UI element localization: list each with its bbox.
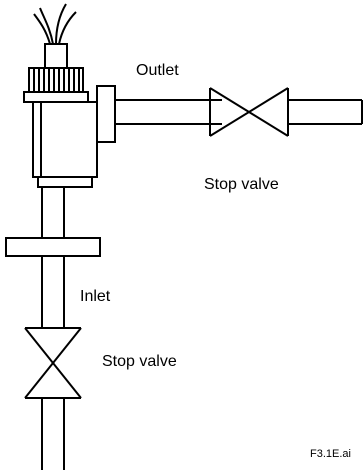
outlet-stop-valve [209, 87, 289, 137]
outlet-pipe [115, 99, 363, 125]
inlet-stop-valve-label: Stop valve [102, 353, 177, 370]
outlet-stop-valve-label: Stop valve [204, 176, 279, 193]
inlet-stop-valve [24, 327, 82, 399]
holder-neck-pipe [41, 187, 65, 238]
inlet-pipe [41, 256, 65, 470]
cable-gland [44, 43, 68, 69]
figure-id-label: F3.1E.ai [310, 448, 351, 460]
inlet-flange [5, 237, 101, 257]
outlet-flange [96, 85, 116, 143]
outlet-label: Outlet [136, 62, 179, 79]
knurled-nut [28, 67, 84, 93]
inlet-label: Inlet [80, 288, 111, 305]
sensor-holder-body [23, 91, 98, 188]
sensor-cable [33, 3, 77, 45]
